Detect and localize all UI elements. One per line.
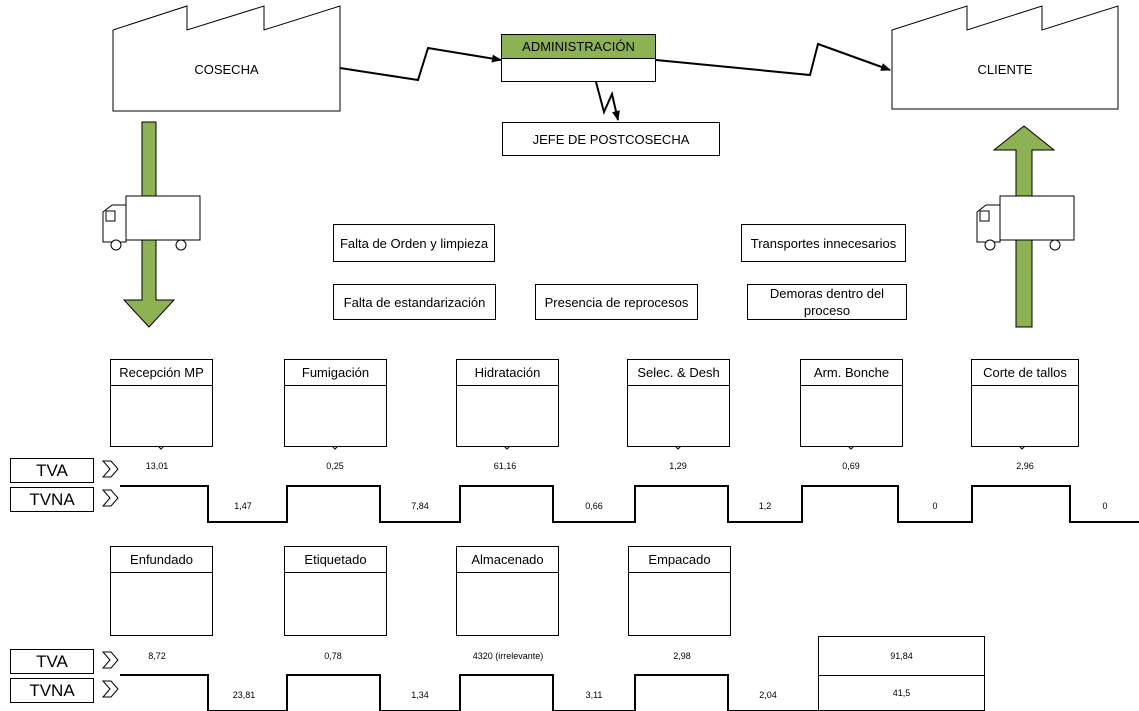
factory-icon (891, 5, 1119, 110)
process-name: Hidratación (456, 359, 559, 386)
tva-value: 4320 (irrelevante) (472, 651, 544, 661)
process-name: Arm. Bonche (800, 359, 903, 386)
tvna-value: 3,11 (585, 690, 603, 700)
process-box (971, 385, 1079, 447)
total-tva-box: 91,84 (818, 636, 985, 676)
process-box (456, 572, 559, 636)
process-box (284, 385, 387, 447)
chevron-icon (101, 680, 119, 698)
process-name: Recepción MP (110, 359, 213, 386)
process-name: Selec. & Desh (627, 359, 730, 386)
tva-value: 1,29 (669, 461, 687, 471)
tvna-value: 1,34 (411, 690, 429, 700)
lightning-arrow-icon (339, 46, 502, 82)
process-box (284, 572, 387, 636)
tva-value: 0,69 (842, 461, 860, 471)
chevron-icon (101, 460, 119, 478)
admin-box (501, 58, 656, 82)
tva-value: 2,98 (673, 651, 691, 661)
timeline-row1 (120, 485, 1139, 523)
process-box (800, 385, 903, 447)
tvna-value: 0,66 (585, 501, 603, 511)
process-box (110, 572, 213, 636)
waste-box: Demoras dentro del proceso (747, 284, 907, 320)
process-name: Fumigación (284, 359, 387, 386)
tvna-label: TVNA (10, 678, 94, 703)
process-name: Empacado (628, 546, 731, 573)
manager-box: JEFE DE POSTCOSECHA (502, 122, 720, 156)
manager-label: JEFE DE POSTCOSECHA (532, 131, 690, 147)
tvna-value: 23,81 (232, 690, 256, 700)
tvna-value: 0 (1102, 501, 1108, 511)
tvna-label: TVNA (10, 487, 94, 512)
process-name: Enfundado (110, 546, 213, 573)
tvna-value: 1,2 (758, 501, 772, 511)
process-name: Etiquetado (284, 546, 387, 573)
tva-value: 8,72 (148, 651, 166, 661)
tva-value: 2,96 (1016, 461, 1034, 471)
tva-value: 0,78 (324, 651, 342, 661)
tvna-value: 2,04 (759, 690, 777, 700)
process-box (110, 385, 213, 447)
waste-box: Presencia de reprocesos (535, 284, 698, 320)
process-name: Corte de tallos (971, 359, 1079, 386)
tvna-value: 1,47 (234, 501, 252, 511)
factory-icon (112, 5, 341, 112)
process-box (456, 385, 559, 447)
waste-box: Falta de estandarización (333, 284, 496, 320)
tva-value: 0,25 (326, 461, 344, 471)
lightning-arrow-icon (655, 42, 891, 77)
waste-box: Transportes innecesarios (741, 224, 906, 262)
tvna-value: 7,84 (411, 501, 429, 511)
tva-label: TVA (10, 458, 94, 483)
total-tvna-box: 41,5 (818, 675, 985, 711)
supplier-label: COSECHA (194, 62, 259, 77)
waste-box: Falta de Orden y limpieza (333, 224, 495, 262)
tva-value: 13,01 (145, 461, 169, 471)
process-box (628, 572, 731, 636)
tvna-value: 0 (932, 501, 938, 511)
timeline-row2 (120, 674, 818, 711)
chevron-icon (101, 489, 119, 507)
truck-icon (976, 195, 1075, 251)
tva-label: TVA (10, 649, 94, 674)
chevron-icon (101, 651, 119, 669)
process-name: Almacenado (456, 546, 559, 573)
truck-icon (102, 195, 201, 251)
customer-label: CLIENTE (977, 62, 1033, 77)
process-box (627, 385, 730, 447)
lightning-arrow-icon (595, 81, 620, 121)
admin-header: ADMINISTRACIÓN (501, 34, 656, 59)
tva-value: 61,16 (493, 461, 517, 471)
